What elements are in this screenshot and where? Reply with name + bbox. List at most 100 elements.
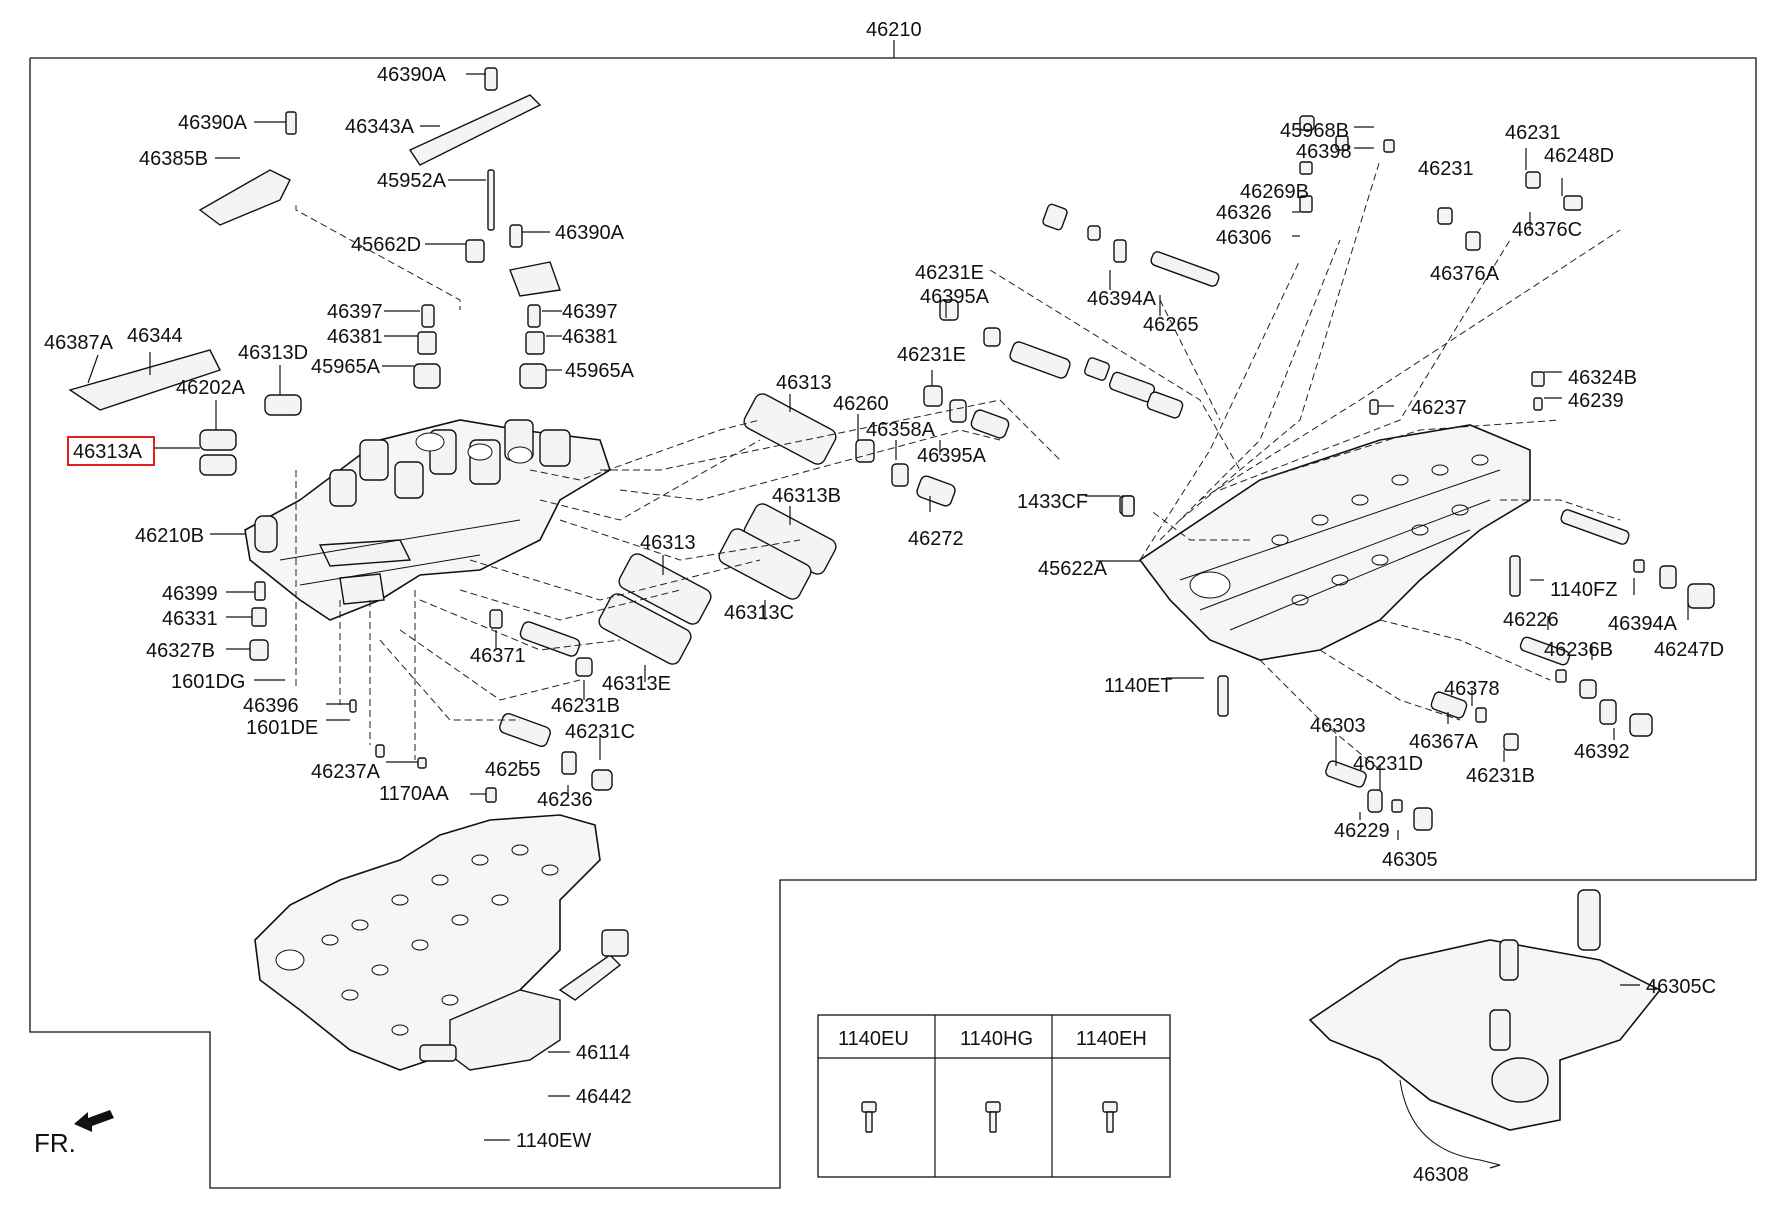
- arrow-left-icon: [74, 1110, 114, 1132]
- table-header: 1140EU: [838, 1028, 909, 1050]
- part-label[interactable]: 45662D: [351, 234, 421, 256]
- part-label[interactable]: 46385B: [139, 148, 208, 170]
- part-label[interactable]: 46231C: [565, 721, 635, 743]
- part-label[interactable]: 46236B: [1544, 639, 1613, 661]
- part-label[interactable]: 46305: [1382, 849, 1438, 871]
- part-label[interactable]: 46390A: [178, 112, 248, 134]
- part-label[interactable]: 46395A: [920, 286, 990, 308]
- part-label[interactable]: 46313E: [602, 673, 671, 695]
- part-label[interactable]: 46313: [776, 372, 832, 394]
- part-label[interactable]: 46231: [1418, 158, 1474, 180]
- part-label[interactable]: 46306: [1216, 227, 1272, 249]
- part-label[interactable]: 45622A: [1038, 558, 1108, 580]
- part-label[interactable]: 46344: [127, 325, 183, 347]
- part-label[interactable]: 46272: [908, 528, 964, 550]
- direction-label: FR.: [34, 1128, 76, 1158]
- part-label[interactable]: 46381: [562, 326, 618, 348]
- part-label[interactable]: 46442: [576, 1086, 632, 1108]
- part-label[interactable]: 46305C: [1646, 976, 1716, 998]
- part-label[interactable]: 1140ET: [1104, 675, 1173, 697]
- part-label[interactable]: 46231D: [1353, 753, 1423, 775]
- part-label[interactable]: 46394A: [1608, 613, 1678, 635]
- part-label[interactable]: 46390A: [555, 222, 625, 244]
- part-labels: 46390A 46390A 46343A 46385B 45952A 45662…: [44, 64, 1724, 1186]
- part-label[interactable]: 46358A: [866, 419, 936, 441]
- part-label[interactable]: 46395A: [917, 445, 987, 467]
- bracket-assembly: [1308, 889, 1662, 1166]
- part-label[interactable]: 46308: [1413, 1164, 1469, 1186]
- part-label[interactable]: 1601DG: [171, 671, 246, 693]
- part-label[interactable]: 46265: [1143, 314, 1199, 336]
- part-label[interactable]: 46343A: [345, 116, 415, 138]
- part-label[interactable]: 1140FZ: [1550, 579, 1617, 601]
- part-label[interactable]: 46398: [1296, 141, 1352, 163]
- part-label[interactable]: 46229: [1334, 820, 1390, 842]
- part-label[interactable]: 46269B: [1240, 181, 1309, 203]
- part-label[interactable]: 46397: [562, 301, 618, 323]
- part-label[interactable]: 46396: [243, 695, 299, 717]
- part-label[interactable]: 46313B: [772, 485, 841, 507]
- part-label[interactable]: 46392: [1574, 741, 1630, 763]
- part-label[interactable]: 46326: [1216, 202, 1272, 224]
- part-label[interactable]: 46260: [833, 393, 889, 415]
- solenoid-valves: [199, 393, 837, 665]
- bolt-icon: [985, 1101, 1001, 1133]
- part-label[interactable]: 46331: [162, 608, 218, 630]
- part-label[interactable]: 46231B: [551, 695, 620, 717]
- part-label[interactable]: 46324B: [1568, 367, 1637, 389]
- part-label[interactable]: 46378: [1444, 678, 1500, 700]
- table-header: 1140HG: [960, 1028, 1033, 1050]
- leader-lines: [87, 73, 1689, 1169]
- part-label[interactable]: 46202A: [176, 377, 246, 399]
- part-label[interactable]: 45968B: [1280, 120, 1349, 142]
- part-label[interactable]: 46303: [1310, 715, 1366, 737]
- part-label[interactable]: 46231E: [897, 344, 966, 366]
- part-label[interactable]: 1433CF: [1017, 491, 1088, 513]
- part-label[interactable]: 46255: [485, 759, 541, 781]
- right-upper-parts: [1042, 115, 1583, 515]
- part-label[interactable]: 45965A: [565, 360, 635, 382]
- part-label[interactable]: 1601DE: [246, 717, 318, 739]
- part-label[interactable]: 46367A: [1409, 731, 1479, 753]
- highlight-box: [67, 436, 155, 466]
- part-label-highlighted[interactable]: 46313A: [73, 441, 143, 463]
- part-label[interactable]: 46247D: [1654, 639, 1724, 661]
- part-label[interactable]: 46313D: [238, 342, 308, 364]
- assembly-number[interactable]: 46210: [866, 19, 922, 41]
- lower-valve-body: [1138, 424, 1531, 661]
- table-header: 1140EH: [1076, 1028, 1147, 1050]
- part-label[interactable]: 46231: [1505, 122, 1561, 144]
- part-label[interactable]: 46237A: [311, 761, 381, 783]
- part-label[interactable]: 46376C: [1512, 219, 1582, 241]
- springs-column: [68, 67, 561, 769]
- part-label[interactable]: 46237: [1411, 397, 1467, 419]
- part-label[interactable]: 46399: [162, 583, 218, 605]
- part-label[interactable]: 46397: [327, 301, 383, 323]
- part-label[interactable]: 46231B: [1466, 765, 1535, 787]
- middle-spools: [485, 299, 1071, 803]
- part-label[interactable]: 46236: [537, 789, 593, 811]
- upper-valve-body: [244, 419, 611, 621]
- part-label[interactable]: 46313C: [724, 602, 794, 624]
- part-label[interactable]: 46239: [1568, 390, 1624, 412]
- part-label[interactable]: 46390A: [377, 64, 447, 86]
- part-label[interactable]: 1140EW: [516, 1130, 591, 1152]
- part-label[interactable]: 1170AA: [379, 783, 449, 805]
- part-label[interactable]: 45952A: [377, 170, 447, 192]
- part-label[interactable]: 46327B: [146, 640, 215, 662]
- part-label[interactable]: 46313: [640, 532, 696, 554]
- part-label[interactable]: 46210B: [135, 525, 204, 547]
- part-label[interactable]: 46394A: [1087, 288, 1157, 310]
- part-label[interactable]: 46376A: [1430, 263, 1500, 285]
- right-lower-spools: [1121, 495, 1715, 831]
- part-label[interactable]: 46114: [576, 1042, 630, 1064]
- part-label[interactable]: 46387A: [44, 332, 114, 354]
- part-label[interactable]: 46231E: [915, 262, 984, 284]
- part-label[interactable]: 45965A: [311, 356, 381, 378]
- sensor-assembly: [419, 929, 629, 1071]
- part-label[interactable]: 46226: [1503, 609, 1559, 631]
- part-label[interactable]: 46371: [470, 645, 526, 667]
- part-label[interactable]: 46248D: [1544, 145, 1614, 167]
- part-label[interactable]: 46381: [327, 326, 383, 348]
